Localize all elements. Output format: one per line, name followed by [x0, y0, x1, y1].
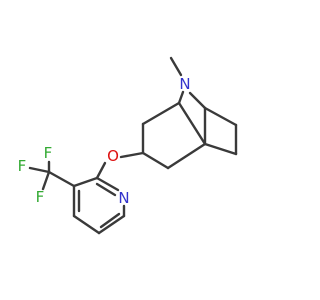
atom-n-bridge: N [179, 75, 190, 93]
bond-bridgehead-left-ch2-back [177, 101, 207, 146]
bond-bridgehead-left-ch2 [141, 101, 181, 126]
bond-c3-cf3 [47, 170, 76, 188]
bond-ch2-bridgehead-right [166, 142, 207, 170]
atom-f-bottom: F [36, 188, 45, 206]
bond-bridgehead-right-ch2-top [203, 106, 238, 127]
bond-methyl-n [169, 56, 183, 77]
atom-labels: N O N F F F [18, 75, 191, 207]
bond-o-pyridine-c2 [95, 161, 107, 180]
molecule-structure: N O N F F F [18, 56, 238, 235]
bond-pyr-c4-c5 [72, 214, 101, 235]
bond-pyr-c5-c6 [97, 214, 126, 235]
bond-n-bridgehead-left [177, 90, 185, 105]
bond-ch2-bridgehead-right-low [203, 142, 238, 156]
molecule-canvas: N O N F F F [17, 56, 238, 235]
bond-cf3-f-bottom [41, 170, 51, 191]
atom-n-pyridine: N [118, 189, 129, 207]
bond-choether-ch2 [141, 151, 170, 170]
bond-pyr-double-c5-c6 [99, 212, 121, 229]
atom-o-ether: O [107, 147, 119, 165]
bond-pyr-double-n-c2 [95, 182, 117, 197]
atom-f-top: F [44, 144, 53, 162]
bond-n-bridgehead-right [188, 91, 207, 110]
atom-f-left: F [18, 157, 27, 175]
bond-cf3-f-left [28, 166, 51, 174]
bond-pyr-n-c2 [95, 176, 120, 192]
bonds [28, 56, 238, 235]
bond-choether-o [119, 151, 145, 159]
bond-pyr-c2-c3 [72, 176, 99, 188]
